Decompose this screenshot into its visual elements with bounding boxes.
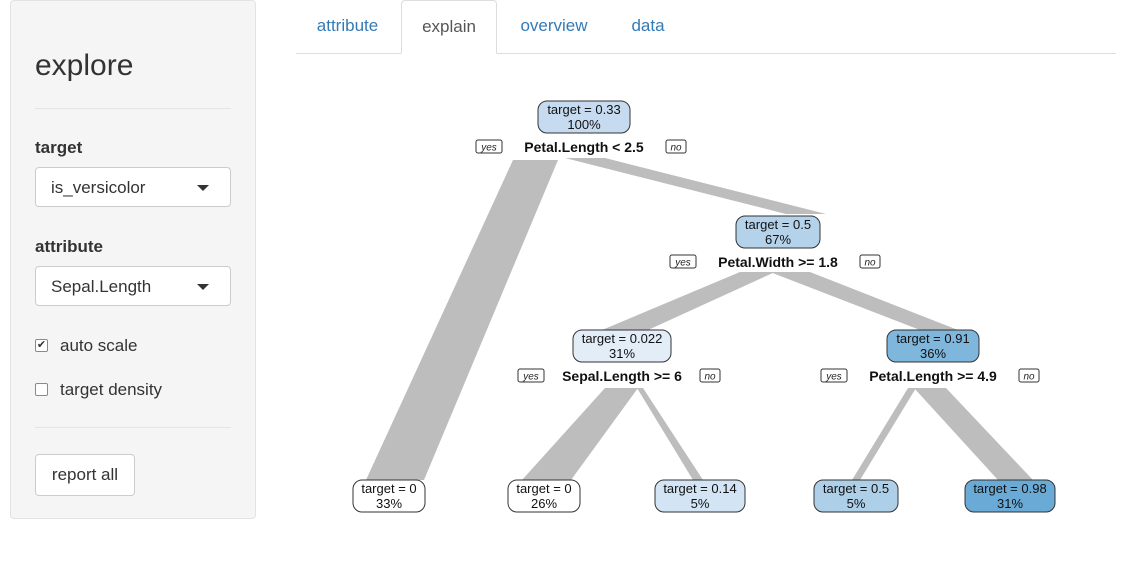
tab-overview[interactable]: overview [520,16,588,35]
target-density-checkbox[interactable] [35,383,48,396]
split-rule-label: Sepal.Length >= 6 [562,368,682,384]
split-rule-label: Petal.Width >= 1.8 [718,254,838,270]
yes-tag: yes [522,372,539,383]
no-tag-box [859,254,881,269]
tab-explain[interactable]: explain [401,0,497,54]
yes-tag-box [517,368,545,383]
auto-scale-checkbox[interactable]: ✔ [35,339,48,352]
tree-node [964,479,1056,513]
node-percent-label: 36% [920,346,946,361]
sidebar-title: explore [35,49,134,82]
tree-node [813,479,899,513]
target-label: target [35,138,83,157]
tree-node [507,479,581,513]
node-percent-label: 100% [567,117,601,132]
node-percent-label: 31% [609,346,635,361]
tree-branch [637,388,703,480]
yes-tag-box [820,368,848,383]
caret-down-icon [197,185,209,191]
split-rule-label: Petal.Length >= 4.9 [869,368,997,384]
auto-scale-label: auto scale [60,336,138,355]
no-tag: no [670,143,682,154]
yes-tag: yes [825,372,842,383]
yes-tag: yes [480,143,497,154]
tree-branch [914,388,1033,480]
tree-branch [770,272,958,330]
sidebar-panel: explore target is_versicolor attribute S… [10,0,256,519]
tab-attribute[interactable]: attribute [316,16,379,35]
target-select-value: is_versicolor [51,178,146,197]
tab-bar: attribute explain overview data [296,0,1116,54]
no-tag: no [864,258,876,269]
tree-branch [565,158,826,214]
node-percent-label: 31% [997,496,1023,511]
tree-node [654,479,746,513]
no-tag-box [699,368,721,383]
node-value-label: target = 0.022 [582,331,663,346]
node-value-label: target = 0.98 [973,481,1046,496]
yes-tag-box [475,139,503,154]
tab-data[interactable]: data [631,16,665,35]
tree-branch [366,160,558,480]
no-tag-box [665,139,687,154]
tree-node [352,479,426,513]
node-value-label: target = 0.91 [896,331,969,346]
tree-node [572,329,672,363]
node-percent-label: 26% [531,496,557,511]
node-percent-label: 5% [691,496,710,511]
node-value-label: target = 0.33 [547,102,620,117]
node-value-label: target = 0.14 [663,481,736,496]
node-value-label: target = 0.5 [745,217,811,232]
no-tag-box [1018,368,1040,383]
tree-node [735,215,821,249]
target-select[interactable]: is_versicolor [35,167,231,207]
node-percent-label: 33% [376,496,402,511]
node-percent-label: 5% [847,496,866,511]
attribute-label: attribute [35,237,103,256]
attribute-select-value: Sepal.Length [51,277,152,296]
attribute-select[interactable]: Sepal.Length [35,266,231,306]
tree-node [537,100,631,134]
target-density-label: target density [60,380,163,399]
tree-branch [522,388,638,480]
report-all-button[interactable]: report all [35,454,135,496]
node-value-label: target = 0 [361,481,416,496]
divider [35,427,231,428]
divider [35,108,231,109]
tree-branch [602,272,775,330]
no-tag: no [1023,372,1035,383]
yes-tag-box [669,254,697,269]
node-percent-label: 67% [765,232,791,247]
no-tag: no [704,372,716,383]
tree-branch [852,388,916,480]
caret-down-icon [197,284,209,290]
yes-tag: yes [674,258,691,269]
tree-node [886,329,980,363]
split-rule-label: Petal.Length < 2.5 [524,139,644,155]
node-value-label: target = 0 [516,481,571,496]
node-value-label: target = 0.5 [823,481,889,496]
